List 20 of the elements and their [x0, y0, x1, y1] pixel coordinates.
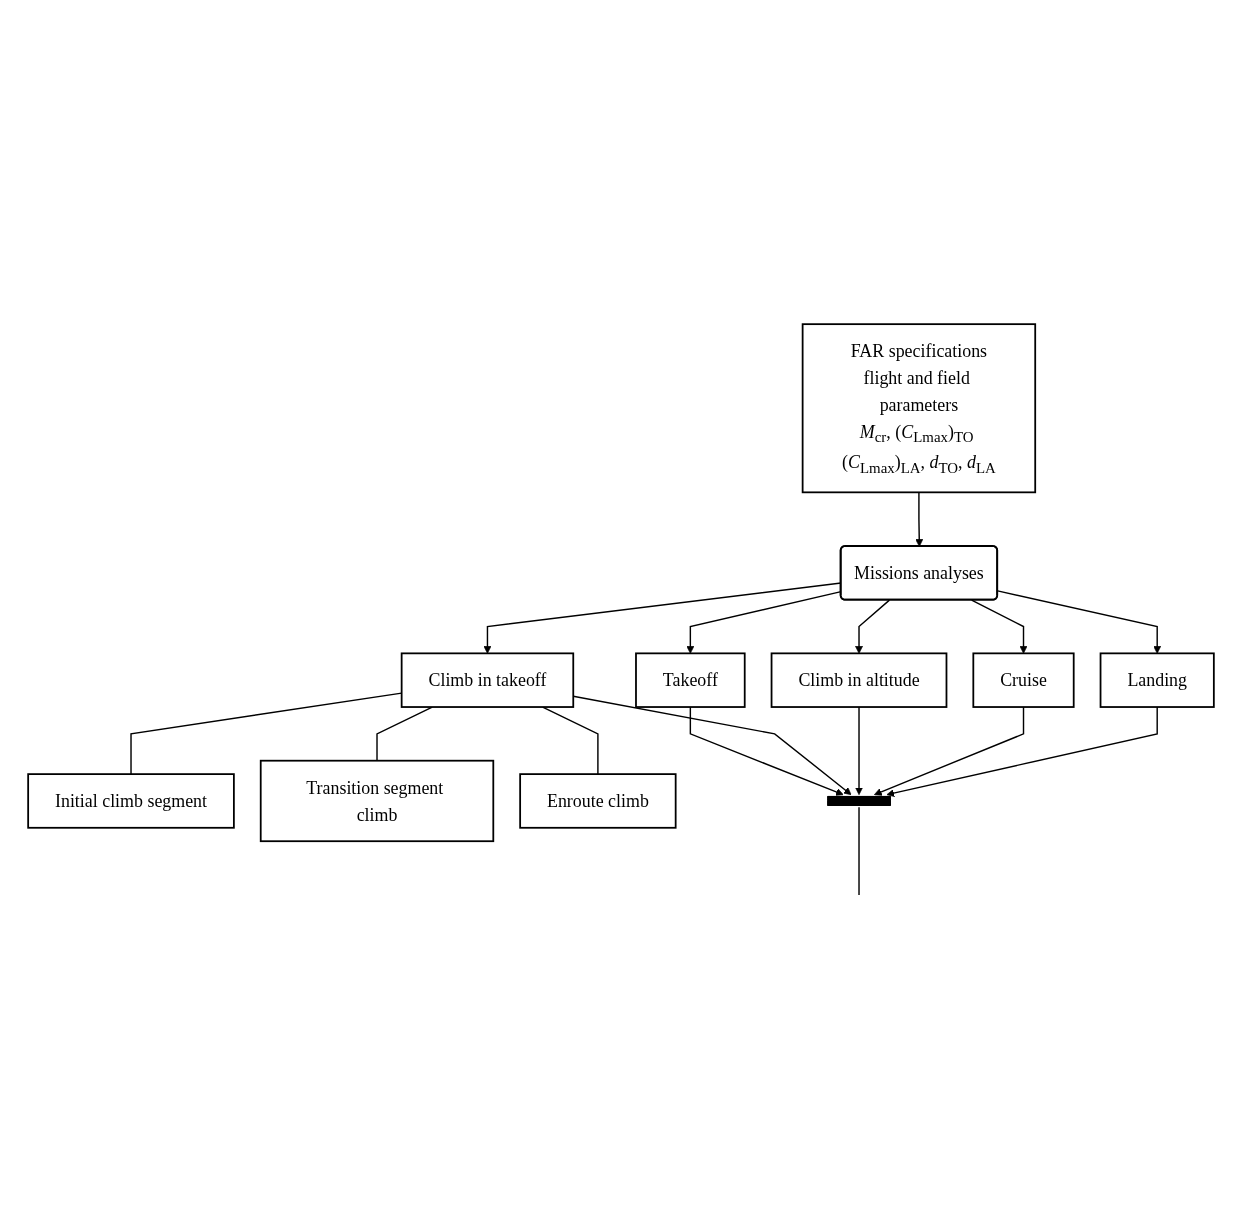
arrow: [970, 599, 1027, 654]
arrow: [996, 590, 1161, 654]
process-box: Landing: [1099, 652, 1215, 709]
process-box: Transition segment climb: [259, 760, 494, 843]
arrow: [914, 491, 923, 548]
merge-bar: [826, 796, 891, 807]
arrow: [873, 706, 1024, 796]
arrow: [854, 706, 863, 796]
arrow: [572, 695, 851, 796]
process-box: Takeoff: [634, 652, 746, 709]
arrow: [886, 706, 1158, 798]
process-box: Initial climb segment: [26, 773, 235, 829]
process-box: Climb in takeoff: [400, 652, 574, 709]
process-box: Cruise: [971, 652, 1075, 709]
rounded-process-box: Missions analyses: [839, 545, 998, 601]
process-box: Enroute climb: [518, 773, 677, 829]
process-box: FAR specifications flight and field parameters M$_{cr}$, (C$_{Lmax}$)$_{TO}$ (C$_{Lmax}$)$_{LA}$, d$_{TO}$, d$_{LA}$: [801, 323, 1036, 494]
process-box: Climb in altitude: [770, 652, 947, 709]
arrow: [689, 706, 844, 796]
arrow: [854, 599, 890, 654]
